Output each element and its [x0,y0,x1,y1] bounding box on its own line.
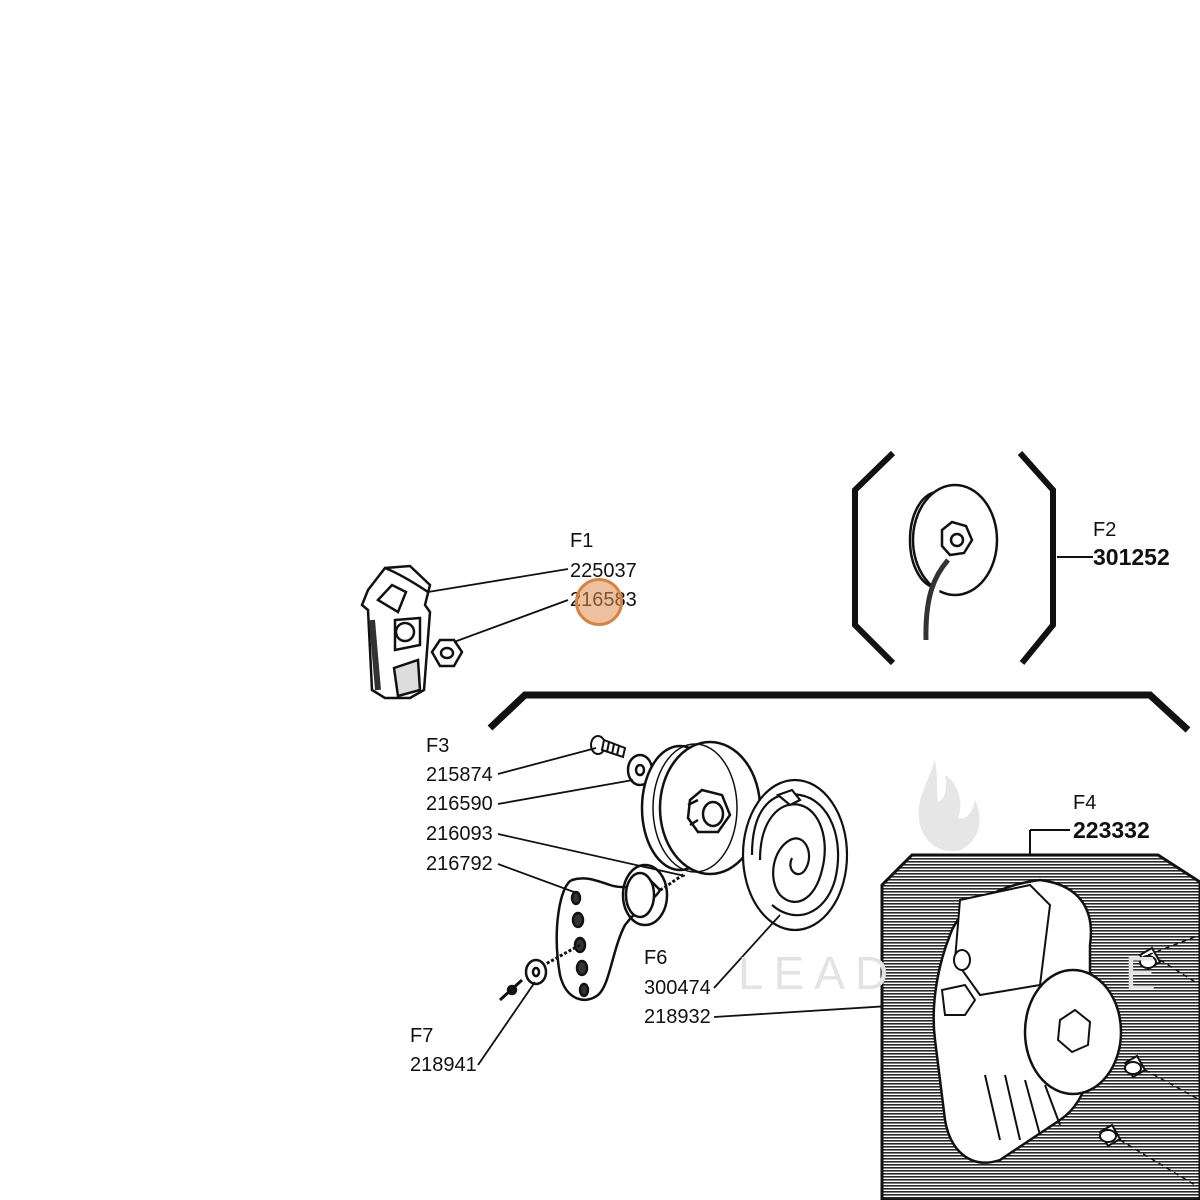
f6-spring [741,778,849,932]
group-label-f4: F4 [1073,792,1097,814]
f4-housing [880,853,1200,1200]
f7-leader [477,981,536,1066]
watermark-text-tail: E [1125,947,1166,999]
group-label-f2: F2 [1093,519,1117,541]
f1-nut [430,638,464,668]
part-number-225037: 225037 [570,560,637,582]
f3-handle [555,863,669,1001]
part-number-216093: 216093 [426,823,493,845]
part-number-215874: 215874 [426,764,493,786]
part-number-301252: 301252 [1093,544,1170,570]
f1-lever [360,564,432,700]
part-number-216590: 216590 [426,793,493,815]
f1-leaders [427,568,569,643]
f3-leaders [497,747,686,893]
part-number-216792: 216792 [426,853,493,875]
f3-pulley [640,740,762,876]
f4-bolts [1098,946,1162,1148]
f7-rope-end [498,943,581,1002]
flame-icon [918,760,980,852]
group-label-f3: F3 [426,735,450,757]
group-label-f1: F1 [570,530,594,552]
f2-brackets [852,450,1056,666]
part-number-218932: 218932 [644,1006,711,1028]
f3-screw [590,735,627,759]
group-label-f6: F6 [644,947,668,969]
part-number-300474: 300474 [644,977,711,999]
group-label-f7: F7 [410,1025,434,1047]
assembly-bracket [487,691,1191,733]
f4-bolt-dashes [1119,934,1200,1186]
watermark-text: LEAD [738,947,899,999]
f2-pulley [908,483,999,641]
part-number-218941: 218941 [410,1054,477,1076]
f6-leaders [713,914,906,1018]
click-indicator [575,578,623,626]
part-number-223332: 223332 [1073,817,1150,843]
